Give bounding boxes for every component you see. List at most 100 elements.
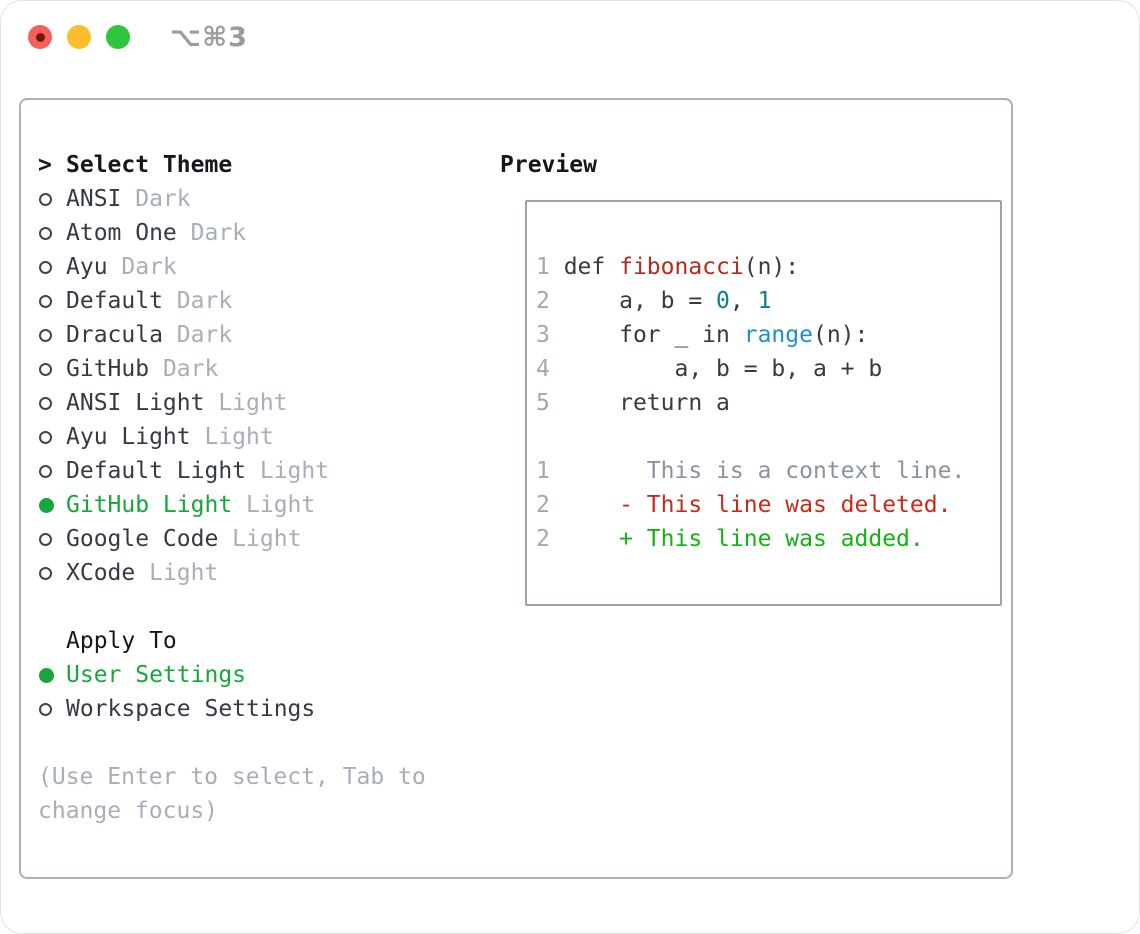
theme-option-ansi-light[interactable]: ANSI Light Light bbox=[38, 386, 483, 420]
theme-variant-tag: Light bbox=[246, 458, 330, 484]
radio-icon bbox=[39, 362, 52, 376]
radio-icon bbox=[39, 566, 52, 580]
code-line: 1 def fibonacci(n): bbox=[536, 250, 1000, 284]
token-gutter: 2 bbox=[536, 288, 564, 314]
token-code: return a bbox=[563, 390, 730, 416]
token-num: 1 bbox=[757, 288, 772, 314]
theme-option-xcode[interactable]: XCode Light bbox=[38, 556, 483, 590]
apply-option-label: User Settings bbox=[66, 662, 247, 688]
code-line: 5 return a bbox=[536, 386, 1000, 420]
preview-column: Preview 1 def fibonacci(n):2 a, b = 0, 1… bbox=[483, 100, 1011, 877]
code-line: 4 a, b = b, a + b bbox=[536, 352, 1000, 386]
theme-variant-tag: Light bbox=[218, 526, 302, 552]
apply-to-heading-label: Apply To bbox=[66, 628, 177, 654]
token-gutter: 5 bbox=[536, 390, 564, 416]
token-code: def bbox=[563, 254, 620, 280]
minimize-button[interactable] bbox=[67, 25, 91, 49]
apply-option-user-settings[interactable]: User Settings bbox=[38, 658, 483, 692]
token-add: + This line was added. bbox=[563, 526, 924, 552]
token-code: (n): bbox=[812, 322, 869, 348]
token-func: fibonacci bbox=[619, 254, 744, 280]
cursor-caret-icon: > bbox=[38, 152, 52, 178]
window-title: ⌥⌘3 bbox=[170, 21, 248, 53]
code-line: 2 + This line was added. bbox=[536, 522, 1000, 556]
select-theme-heading: > Select Theme bbox=[38, 148, 483, 182]
preview-heading: Preview bbox=[500, 152, 597, 178]
theme-option-default-light[interactable]: Default Light Light bbox=[38, 454, 483, 488]
traffic-lights bbox=[28, 25, 130, 49]
token-gutter: 3 bbox=[536, 322, 564, 348]
theme-name-label: ANSI bbox=[66, 186, 122, 212]
theme-name-label: GitHub Light bbox=[66, 492, 233, 518]
token-ctx: This is a context line. bbox=[563, 458, 966, 484]
unsaved-dot-icon bbox=[35, 32, 45, 42]
theme-name-label: GitHub bbox=[66, 356, 150, 382]
theme-option-atom-one[interactable]: Atom One Dark bbox=[38, 216, 483, 250]
radio-icon bbox=[39, 464, 52, 478]
theme-variant-tag: Light bbox=[232, 492, 316, 518]
radio-icon bbox=[39, 396, 52, 410]
theme-option-dracula[interactable]: Dracula Dark bbox=[38, 318, 483, 352]
token-code: (n): bbox=[743, 254, 800, 280]
code-line: 1 This is a context line. bbox=[536, 454, 1000, 488]
zoom-button[interactable] bbox=[106, 25, 130, 49]
token-builtin: range bbox=[743, 322, 813, 348]
theme-option-github-light[interactable]: GitHub Light Light bbox=[38, 488, 483, 522]
theme-name-label: Ayu Light bbox=[66, 424, 191, 450]
token-num: 0 bbox=[716, 288, 730, 314]
theme-variant-tag: Dark bbox=[162, 288, 233, 314]
theme-variant-tag: Light bbox=[190, 424, 274, 450]
token-code: a, b = b, a + b bbox=[563, 356, 883, 382]
code-line: 3 for _ in range(n): bbox=[536, 318, 1000, 352]
radio-selected-icon bbox=[39, 497, 54, 513]
theme-variant-tag: Dark bbox=[107, 254, 177, 280]
token-code: for _ in bbox=[563, 322, 744, 348]
theme-name-label: XCode bbox=[66, 560, 136, 586]
radio-icon bbox=[39, 260, 52, 274]
theme-option-default[interactable]: Default Dark bbox=[38, 284, 483, 318]
theme-name-label: Default Light bbox=[66, 458, 247, 484]
token-gutter: 2 bbox=[536, 526, 564, 552]
token-code: a, b = bbox=[563, 288, 717, 314]
radio-icon bbox=[39, 702, 52, 716]
radio-icon bbox=[39, 226, 52, 240]
theme-variant-tag: Dark bbox=[121, 186, 191, 212]
theme-variant-tag: Dark bbox=[149, 356, 219, 382]
theme-option-ayu[interactable]: Ayu Dark bbox=[38, 250, 483, 284]
apply-option-label: Workspace Settings bbox=[66, 696, 316, 722]
title-bar: ⌥⌘3 bbox=[0, 0, 1140, 74]
theme-option-google-code[interactable]: Google Code Light bbox=[38, 522, 483, 556]
theme-name-label: Ayu bbox=[66, 254, 108, 280]
code-line: 2 a, b = 0, 1 bbox=[536, 284, 1000, 318]
help-text: (Use Enter to select, Tab to change focu… bbox=[38, 764, 426, 824]
radio-icon bbox=[39, 430, 52, 444]
radio-icon bbox=[39, 328, 52, 342]
apply-option-workspace-settings[interactable]: Workspace Settings bbox=[38, 692, 483, 726]
token-code: , bbox=[729, 288, 758, 314]
radio-selected-icon bbox=[39, 667, 54, 683]
apply-to-heading: Apply To bbox=[38, 624, 483, 658]
theme-variant-tag: Dark bbox=[162, 322, 233, 348]
radio-icon bbox=[39, 532, 52, 546]
theme-name-label: Dracula bbox=[66, 322, 163, 348]
theme-name-label: Google Code bbox=[66, 526, 219, 552]
theme-variant-tag: Light bbox=[135, 560, 219, 586]
code-line: 2 - This line was deleted. bbox=[536, 488, 1000, 522]
token-gutter: 1 bbox=[536, 458, 564, 484]
theme-option-ayu-light[interactable]: Ayu Light Light bbox=[38, 420, 483, 454]
token-del: - This line was deleted. bbox=[563, 492, 952, 518]
close-button[interactable] bbox=[28, 25, 52, 49]
theme-variant-tag: Dark bbox=[176, 220, 247, 246]
token-gutter: 2 bbox=[536, 492, 564, 518]
theme-name-label: Atom One bbox=[66, 220, 177, 246]
spacer bbox=[38, 590, 483, 624]
theme-option-ansi[interactable]: ANSI Dark bbox=[38, 182, 483, 216]
radio-icon bbox=[39, 192, 52, 206]
theme-option-github[interactable]: GitHub Dark bbox=[38, 352, 483, 386]
code-blank-line bbox=[536, 420, 1000, 454]
